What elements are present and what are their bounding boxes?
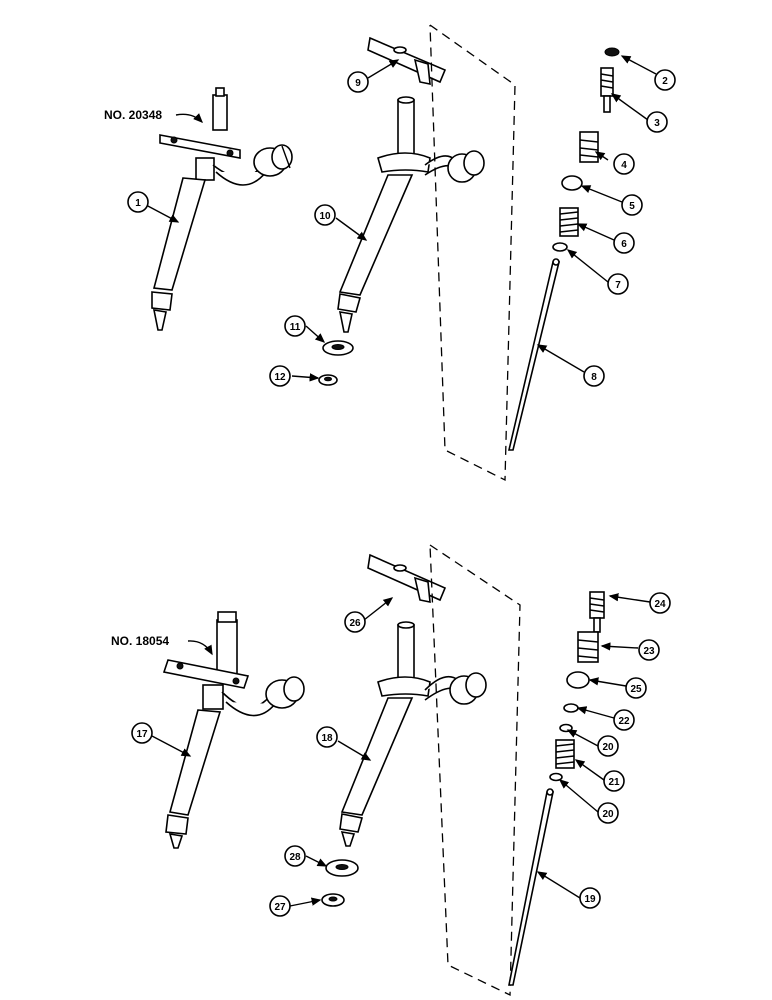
callout-18: 18 bbox=[316, 726, 338, 748]
callout-7: 7 bbox=[607, 273, 629, 295]
injector-assembly-20348 bbox=[151, 87, 293, 331]
callout-23: 23 bbox=[638, 639, 660, 661]
assembly-label-bottom: NO. 18054 bbox=[111, 634, 169, 648]
bracket-9 bbox=[367, 36, 447, 85]
callout-6: 6 bbox=[613, 232, 635, 254]
callout-2: 2 bbox=[654, 69, 676, 91]
small-parts-bottom bbox=[508, 591, 605, 986]
svg-text:2: 2 bbox=[662, 76, 668, 87]
svg-text:24: 24 bbox=[654, 599, 666, 610]
assembly-label-top: NO. 20348 bbox=[104, 108, 162, 122]
callout-27: 27 bbox=[269, 895, 291, 917]
callout-5: 5 bbox=[621, 194, 643, 216]
injector-assembly-18054 bbox=[162, 611, 305, 849]
svg-text:5: 5 bbox=[629, 201, 635, 212]
svg-text:25: 25 bbox=[630, 684, 642, 695]
callout-3: 3 bbox=[646, 111, 668, 133]
svg-text:18: 18 bbox=[321, 733, 333, 744]
callout-12: 12 bbox=[269, 365, 291, 387]
svg-text:6: 6 bbox=[621, 239, 627, 250]
svg-text:28: 28 bbox=[289, 852, 301, 863]
dashed-group-outline-top bbox=[429, 24, 516, 482]
svg-text:20: 20 bbox=[602, 809, 614, 820]
callout-19: 19 bbox=[579, 887, 601, 909]
callout-24: 24 bbox=[649, 592, 671, 614]
svg-text:17: 17 bbox=[136, 729, 148, 740]
callout-10: 10 bbox=[314, 204, 336, 226]
svg-text:1: 1 bbox=[135, 198, 141, 209]
injector-18 bbox=[339, 621, 487, 847]
svg-text:12: 12 bbox=[274, 372, 286, 383]
svg-text:20: 20 bbox=[602, 742, 614, 753]
svg-text:23: 23 bbox=[643, 646, 655, 657]
svg-text:11: 11 bbox=[290, 322, 301, 333]
svg-text:27: 27 bbox=[274, 902, 286, 913]
bracket-26 bbox=[367, 553, 447, 603]
callout-1: 1 bbox=[127, 191, 149, 213]
svg-text:21: 21 bbox=[608, 777, 620, 788]
svg-text:22: 22 bbox=[618, 716, 630, 727]
callout-28: 28 bbox=[284, 845, 306, 867]
dashed-group-outline-bottom bbox=[429, 544, 521, 997]
svg-text:4: 4 bbox=[621, 160, 627, 171]
svg-text:10: 10 bbox=[319, 211, 331, 222]
callout-22: 22 bbox=[613, 709, 635, 731]
callout-17: 17 bbox=[131, 722, 153, 744]
callout-9: 9 bbox=[347, 71, 369, 93]
small-parts-top bbox=[507, 47, 620, 451]
callout-26: 26 bbox=[344, 611, 366, 633]
svg-text:19: 19 bbox=[584, 894, 596, 905]
callout-4: 4 bbox=[613, 153, 635, 175]
callout-11: 11 bbox=[284, 315, 306, 337]
svg-text:3: 3 bbox=[654, 118, 660, 129]
callout-8: 8 bbox=[583, 365, 605, 387]
callout-20-upper: 20 bbox=[597, 735, 619, 757]
svg-text:9: 9 bbox=[355, 78, 361, 89]
leader-lines bbox=[145, 55, 657, 907]
svg-text:7: 7 bbox=[615, 280, 621, 291]
callout-25: 25 bbox=[625, 677, 647, 699]
svg-text:8: 8 bbox=[591, 372, 597, 383]
svg-text:26: 26 bbox=[349, 618, 361, 629]
injector-10 bbox=[337, 96, 485, 333]
callout-20-lower: 20 bbox=[597, 802, 619, 824]
callout-21: 21 bbox=[603, 770, 625, 792]
